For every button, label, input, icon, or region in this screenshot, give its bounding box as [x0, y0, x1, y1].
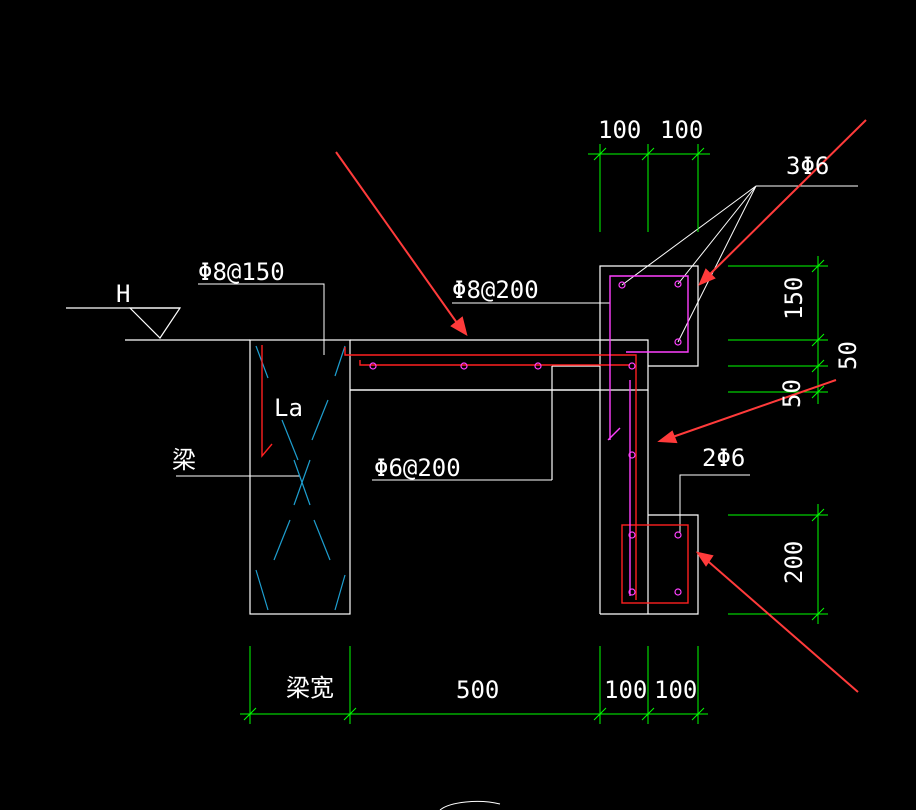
rebar-red: [261, 345, 689, 604]
arrow-upper-box-icon: [703, 119, 867, 281]
dim-bottom-100a: 100: [604, 676, 647, 704]
dimension-lines: [240, 144, 828, 724]
dim-bottom-beam-width: 梁宽: [286, 674, 334, 702]
beam-section: [249, 339, 351, 615]
leader-2phi6: [679, 474, 750, 533]
rebar-upper-stirrup: [609, 275, 689, 440]
rebar-top-mid-label: Φ8@200: [452, 276, 539, 304]
arrow-lower-box-icon: [701, 555, 859, 693]
beam-label: 梁: [172, 446, 196, 474]
rebar-bottom-mid-label: Φ6@200: [374, 454, 461, 482]
anchorage-label: La: [274, 394, 303, 422]
partial-circle: [439, 800, 501, 810]
rebar-bottom-right-label: 2Φ6: [702, 444, 745, 472]
dim-right-upper-2: 50: [834, 341, 862, 370]
dim-bottom-500: 500: [456, 676, 499, 704]
dim-bottom-100b: 100: [654, 676, 697, 704]
rebar-dots: [369, 280, 682, 596]
leader-phi8-150: [198, 283, 325, 355]
upper-column-box: [599, 265, 699, 390]
rebar-magenta: [607, 275, 689, 596]
lower-column-box: [600, 514, 699, 615]
dim-right-upper-3: 50: [778, 379, 806, 408]
dim-right-upper-1: 150: [780, 277, 808, 320]
arrow-wall-icon: [663, 379, 837, 441]
rebar-beam-anchor: [261, 345, 273, 458]
rebar-main-top: [344, 347, 637, 600]
elevation-mark-label: H: [116, 280, 130, 308]
rebar-lower-stirrup: [621, 524, 689, 604]
rebar-top-left-label: Φ8@150: [198, 258, 285, 286]
elevation-triangle-icon: [128, 307, 182, 339]
leader-lines: [176, 185, 858, 533]
beam-hatch: [255, 345, 346, 611]
dim-top-1: 100: [598, 116, 641, 144]
dim-right-lower: 200: [780, 541, 808, 584]
annotation-arrows: [335, 119, 867, 693]
concrete-outline: [66, 265, 699, 615]
dim-top-2: 100: [660, 116, 703, 144]
rebar-corner-label: 3Φ6: [786, 152, 829, 180]
arrow-slab-icon: [335, 151, 463, 331]
